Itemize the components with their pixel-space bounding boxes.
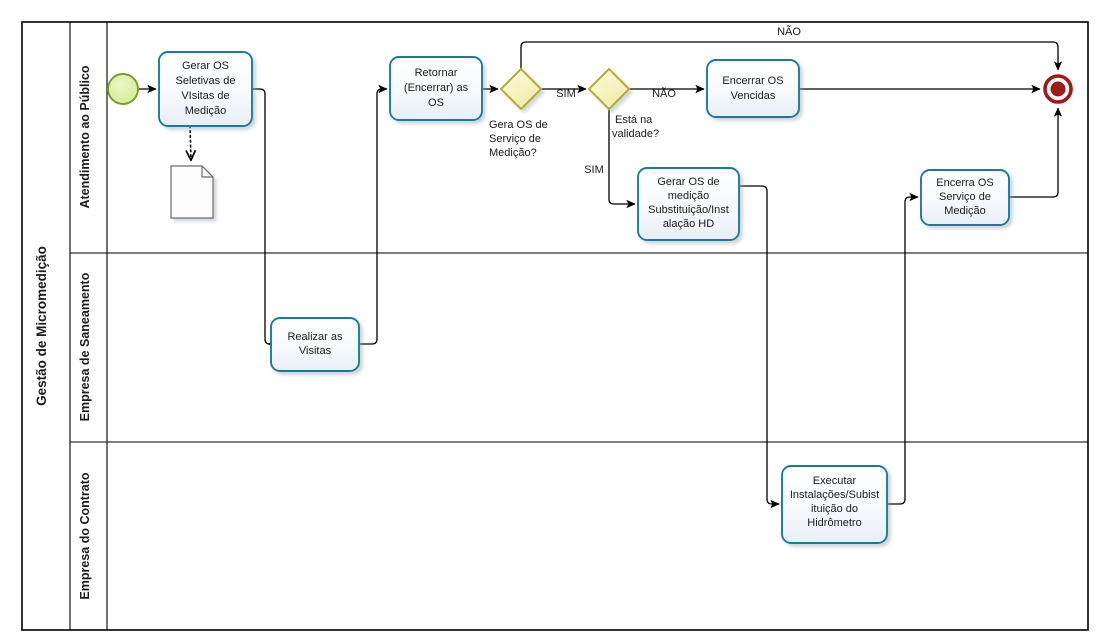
start-event-circle — [107, 73, 139, 105]
flow-encerra-os-servico-to-end — [1009, 107, 1063, 198]
task-encerra-os-servico-medicao-box — [920, 169, 1010, 226]
task-realizar-visitas-line-2: Visitas — [299, 345, 332, 357]
gateway-gera-os-label-line-1: Gera OS de — [489, 119, 548, 131]
gateway-validade-label-line-2: validade? — [612, 128, 659, 140]
flow-label-nao-top: NÃO — [777, 25, 801, 38]
task-encerrar-os-vencidas-line-1: Encerrar OS — [722, 75, 783, 87]
flow-realizar-visitas-to-retornar-os — [359, 84, 388, 345]
flow-labels: NÃO SIM NÃO SIM — [556, 25, 801, 176]
lane-label-contrato: Empresa do Contrato — [78, 472, 92, 599]
gateway-esta-na-validade-diamond — [587, 67, 631, 111]
task-executar-instalacoes-line-1: Executar — [813, 475, 857, 487]
association-gerar-os-seletivas-to-data-object — [190, 125, 191, 160]
task-retornar-encerrar-os[interactable]: Retornar (Encerrar) as OS — [389, 56, 483, 121]
gateway-gera-os-label-line-3: Medição? — [489, 147, 537, 159]
gateway-validade-label-line-1: Está na — [615, 114, 653, 126]
flow-gerar-os-seletivas-to-realizar-visitas — [252, 88, 277, 349]
end-event-ring — [1043, 74, 1073, 104]
flow-label-nao-gateway2: NÃO — [652, 87, 676, 100]
end-event-core — [1050, 81, 1066, 97]
task-realizar-visitas-box — [270, 317, 360, 372]
flow-gateway-validade-sim-to-gerar-os-medicao — [608, 109, 636, 209]
task-gerar-os-seletivas-line-2: Seletivas de — [176, 75, 236, 87]
task-retornar-encerrar-os-box — [389, 56, 483, 121]
task-gerar-os-medicao-line-3: Substituição/Inst — [648, 204, 729, 216]
flow-executar-instalacoes-to-encerra-os-servico — [887, 192, 919, 505]
task-gerar-os-seletivas-line-4: Medição — [185, 105, 227, 117]
task-gerar-os-seletivas[interactable]: Gerar OS Seletivas de VIsitas de Medição — [158, 51, 253, 127]
task-encerra-os-servico-line-1: Encerra OS — [936, 177, 993, 189]
task-executar-instalacoes-line-3: ituição do — [811, 503, 858, 515]
flow-gateway-gera-os-nao-to-end — [520, 41, 1063, 71]
task-encerra-os-servico-line-2: Serviço de — [939, 191, 991, 203]
task-gerar-os-seletivas-box — [158, 51, 253, 127]
sequence-flows — [139, 41, 1063, 509]
data-object-fold-icon — [201, 166, 213, 178]
data-object-gerar-os[interactable] — [170, 165, 214, 219]
task-encerra-os-servico-medicao[interactable]: Encerra OS Serviço de Medição — [920, 169, 1010, 226]
lane-label-atendimento: Atendimento ao Público — [78, 65, 92, 208]
pool-title: Gestão de Micromedição — [34, 246, 49, 406]
task-encerrar-os-vencidas-box — [706, 59, 800, 118]
task-gerar-os-medicao-line-4: alação HD — [663, 218, 714, 230]
end-event[interactable] — [1043, 74, 1073, 104]
task-retornar-encerrar-os-line-2: (Encerrar) as — [404, 82, 469, 94]
start-event[interactable] — [107, 73, 139, 105]
data-object-shape — [170, 165, 214, 219]
task-executar-instalacoes-line-4: Hidrômetro — [807, 517, 861, 529]
task-retornar-encerrar-os-line-3: OS — [428, 97, 444, 109]
flow-gerar-os-medicao-to-executar-instalacoes — [739, 185, 780, 509]
task-gerar-os-medicao-line-1: Gerar OS de — [657, 176, 719, 188]
gateway-esta-na-validade[interactable]: Está na validade? — [587, 67, 659, 140]
task-encerrar-os-vencidas-line-2: Vencidas — [731, 90, 776, 102]
lane-label-saneamento: Empresa de Saneamento — [78, 272, 92, 421]
task-executar-instalacoes-box — [781, 465, 888, 544]
task-encerrar-os-vencidas[interactable]: Encerrar OS Vencidas — [706, 59, 800, 118]
gateway-gera-os-label-line-2: Serviço de — [489, 133, 541, 145]
task-gerar-os-seletivas-line-3: VIsitas de — [181, 90, 229, 102]
task-gerar-os-medicao-substituicao[interactable]: Gerar OS de medição Substituição/Inst al… — [637, 167, 740, 241]
task-realizar-visitas-line-1: Realizar as — [287, 331, 343, 343]
task-gerar-os-medicao-line-2: medição — [668, 190, 710, 202]
task-executar-instalacoes-line-2: Instalações/Subist — [790, 489, 879, 501]
task-encerra-os-servico-line-3: Medição — [944, 205, 986, 217]
task-executar-instalacoes[interactable]: Executar Instalações/Subist ituição do H… — [781, 465, 888, 544]
gateway-gera-os-servico-medicao[interactable]: Gera OS de Serviço de Medição? — [489, 67, 548, 159]
flow-label-sim-gateway1: SIM — [556, 88, 576, 100]
gateway-gera-os-servico-medicao-diamond — [499, 67, 543, 111]
task-gerar-os-medicao-substituicao-box — [637, 167, 740, 241]
task-realizar-visitas[interactable]: Realizar as Visitas — [270, 317, 360, 372]
task-gerar-os-seletivas-line-1: Gerar OS — [182, 60, 229, 72]
flow-label-sim-gateway2: SIM — [584, 164, 604, 176]
task-retornar-encerrar-os-line-1: Retornar — [415, 67, 458, 79]
